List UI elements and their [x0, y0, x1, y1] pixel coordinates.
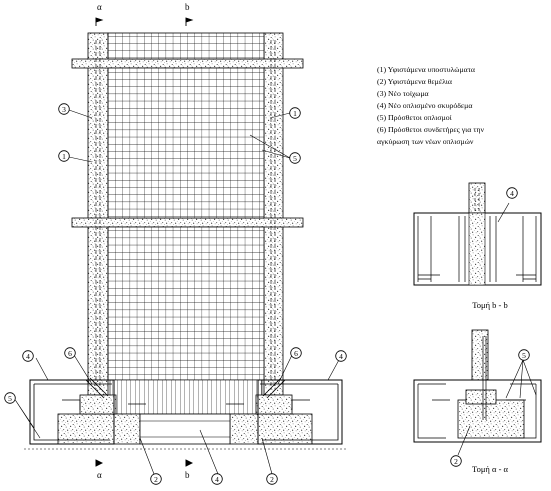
- legend-item-6: (6) Πρόσθετοι συνδετήρες για την: [377, 125, 485, 134]
- section-aa: 5 2 Τομή α - α: [413, 329, 542, 474]
- starter-bars: [109, 379, 263, 415]
- bb-column-stub: [468, 182, 486, 214]
- legend-item-2: (2) Υφιστάμενα θεμέλια: [377, 77, 452, 86]
- new-grade-beam: [139, 413, 231, 445]
- elevation-view: [24, 32, 348, 450]
- section-mark-a-top: α: [97, 2, 102, 12]
- new-wall-mesh-lower: [107, 226, 265, 381]
- bb-callout-4: 4: [510, 189, 514, 198]
- section-markers: [95, 17, 194, 467]
- left-footing-neck: [79, 394, 117, 415]
- callout-6-right: 6: [294, 349, 298, 358]
- legend-item-6-cont: αγκύρωση των νέων οπλισμών: [377, 137, 474, 146]
- callout-5-right: 5: [293, 154, 297, 163]
- section-mark-a-bottom: α: [97, 470, 102, 480]
- top-beam: [71, 58, 304, 69]
- section-bb-title: Τομή b - b: [472, 300, 508, 310]
- callout-1-left: 1: [62, 152, 66, 161]
- callout-1-right: 1: [293, 109, 297, 118]
- callout-6-left: 6: [68, 349, 72, 358]
- right-footing-neck: [255, 394, 293, 415]
- leader-lines: [13, 109, 341, 475]
- middle-beam: [71, 217, 304, 228]
- section-aa-title: Τομή α - α: [472, 464, 509, 474]
- callout-4-bottom: 4: [215, 475, 219, 484]
- callout-4-left: 4: [26, 352, 30, 361]
- left-new-concrete: [29, 379, 115, 445]
- aa-footing-neck: [465, 389, 497, 405]
- callouts: [4, 103, 347, 485]
- callout-5-left: 5: [8, 394, 12, 403]
- aa-existing-footing: [457, 399, 525, 439]
- right-column: [263, 32, 284, 396]
- legend: (1) Υφιστάμενα υποστυλώματα (2) Υφιστάμε…: [377, 64, 547, 148]
- legend-item-1: (1) Υφιστάμενα υποστυλώματα: [377, 65, 475, 74]
- new-wall-mesh-upper: [107, 32, 265, 60]
- callout-2-right: 2: [270, 475, 274, 484]
- section-mark-b-top: b: [185, 2, 190, 12]
- left-footing: [57, 413, 141, 445]
- legend-item-4: (4) Νέο οπλισμένο σκυρόδεμα: [377, 101, 473, 110]
- right-new-concrete: [257, 379, 343, 445]
- callout-2-left: 2: [154, 475, 158, 484]
- new-wall-mesh-main: [107, 67, 265, 219]
- callout-3-left: 3: [62, 105, 66, 114]
- section-mark-b-bottom: b: [185, 470, 190, 480]
- right-footing: [229, 413, 313, 445]
- left-column: [87, 32, 109, 396]
- aa-callout-5: 5: [522, 351, 526, 360]
- aa-callout-2: 2: [454, 457, 458, 466]
- section-bb: 4 Τομή b - b: [413, 182, 542, 310]
- bb-concrete-band: [468, 212, 486, 286]
- legend-item-5: (5) Πρόσθετοι οπλισμοί: [377, 113, 452, 122]
- callout-4-right: 4: [339, 352, 343, 361]
- legend-item-3: (3) Νέο τοίχωμα: [377, 89, 429, 98]
